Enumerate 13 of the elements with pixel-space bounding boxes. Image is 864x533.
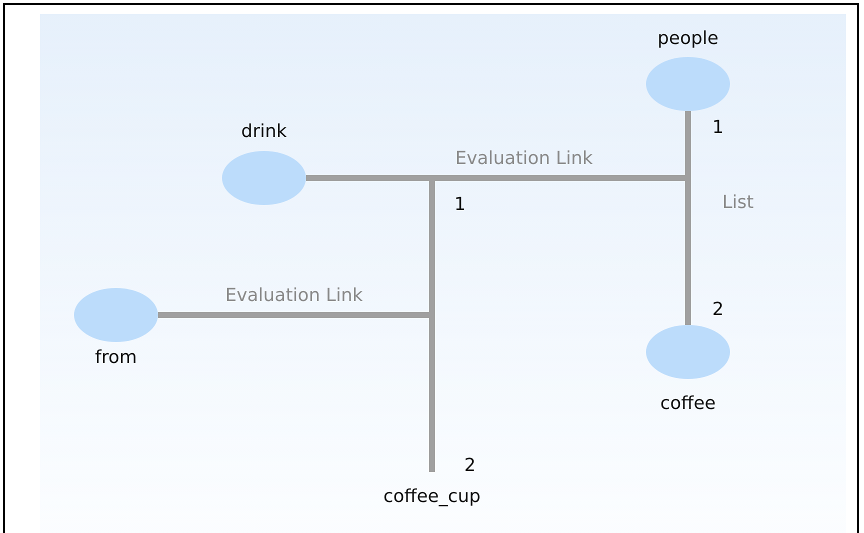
node-name: drink xyxy=(241,121,287,142)
position-number: 1 xyxy=(712,117,724,138)
edge-label: List xyxy=(722,192,754,213)
position-number: 1 xyxy=(454,194,466,215)
node-name: coffee xyxy=(660,393,716,414)
edge-label: Evaluation Link xyxy=(225,285,363,306)
position-number: 2 xyxy=(464,455,476,476)
node-label: coffee_cup xyxy=(383,486,481,507)
node-name: people xyxy=(658,28,718,49)
link-line xyxy=(685,111,691,325)
edge-label: Evaluation Link xyxy=(455,148,593,169)
position-number: 2 xyxy=(712,299,724,320)
node-name: from xyxy=(95,347,137,368)
